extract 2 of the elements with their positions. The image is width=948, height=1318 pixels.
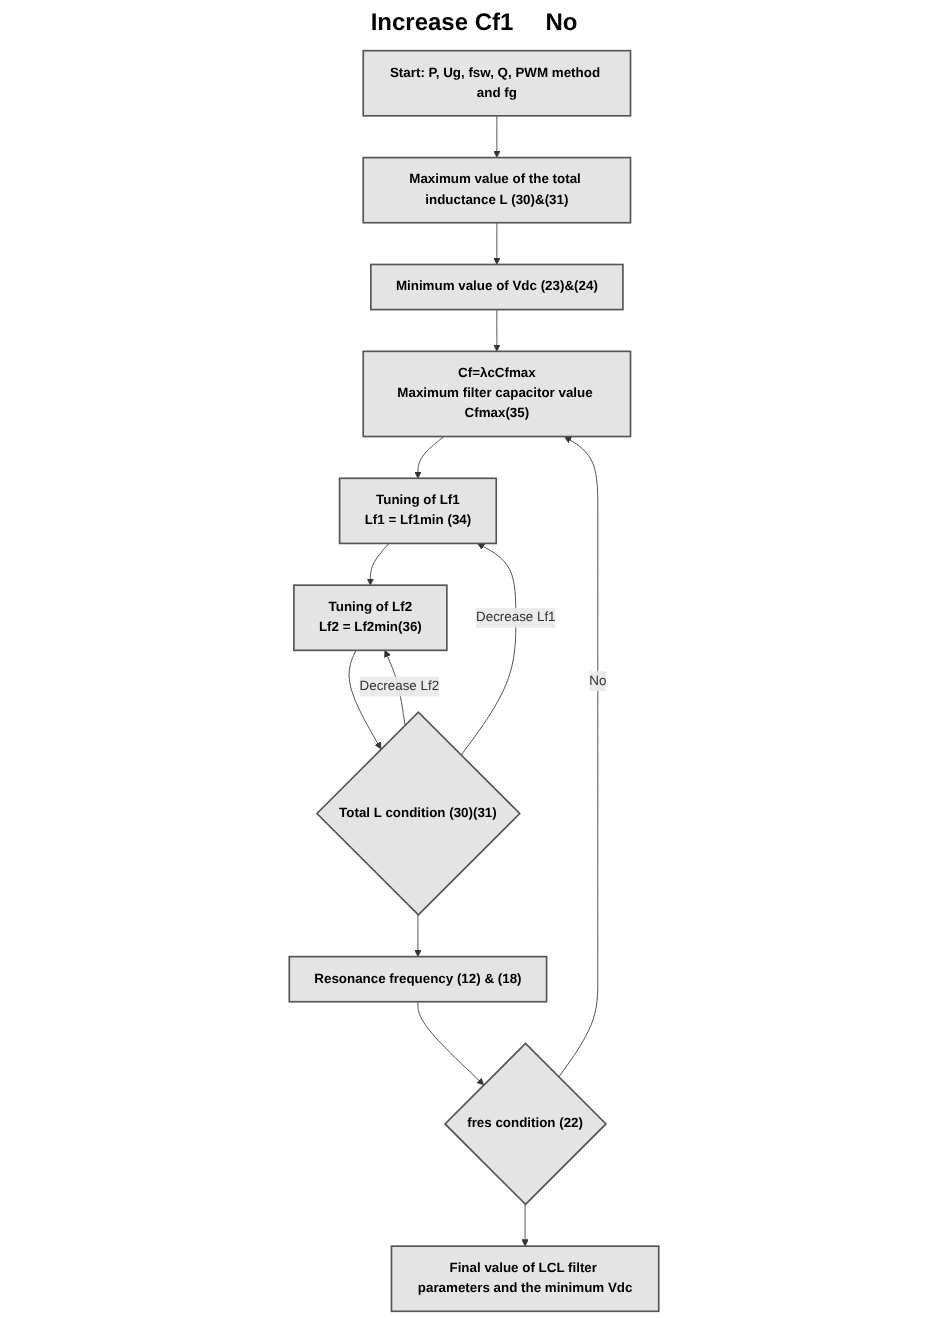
note-text: No [545,8,578,36]
note-text: Increase Cf1 [370,8,514,36]
